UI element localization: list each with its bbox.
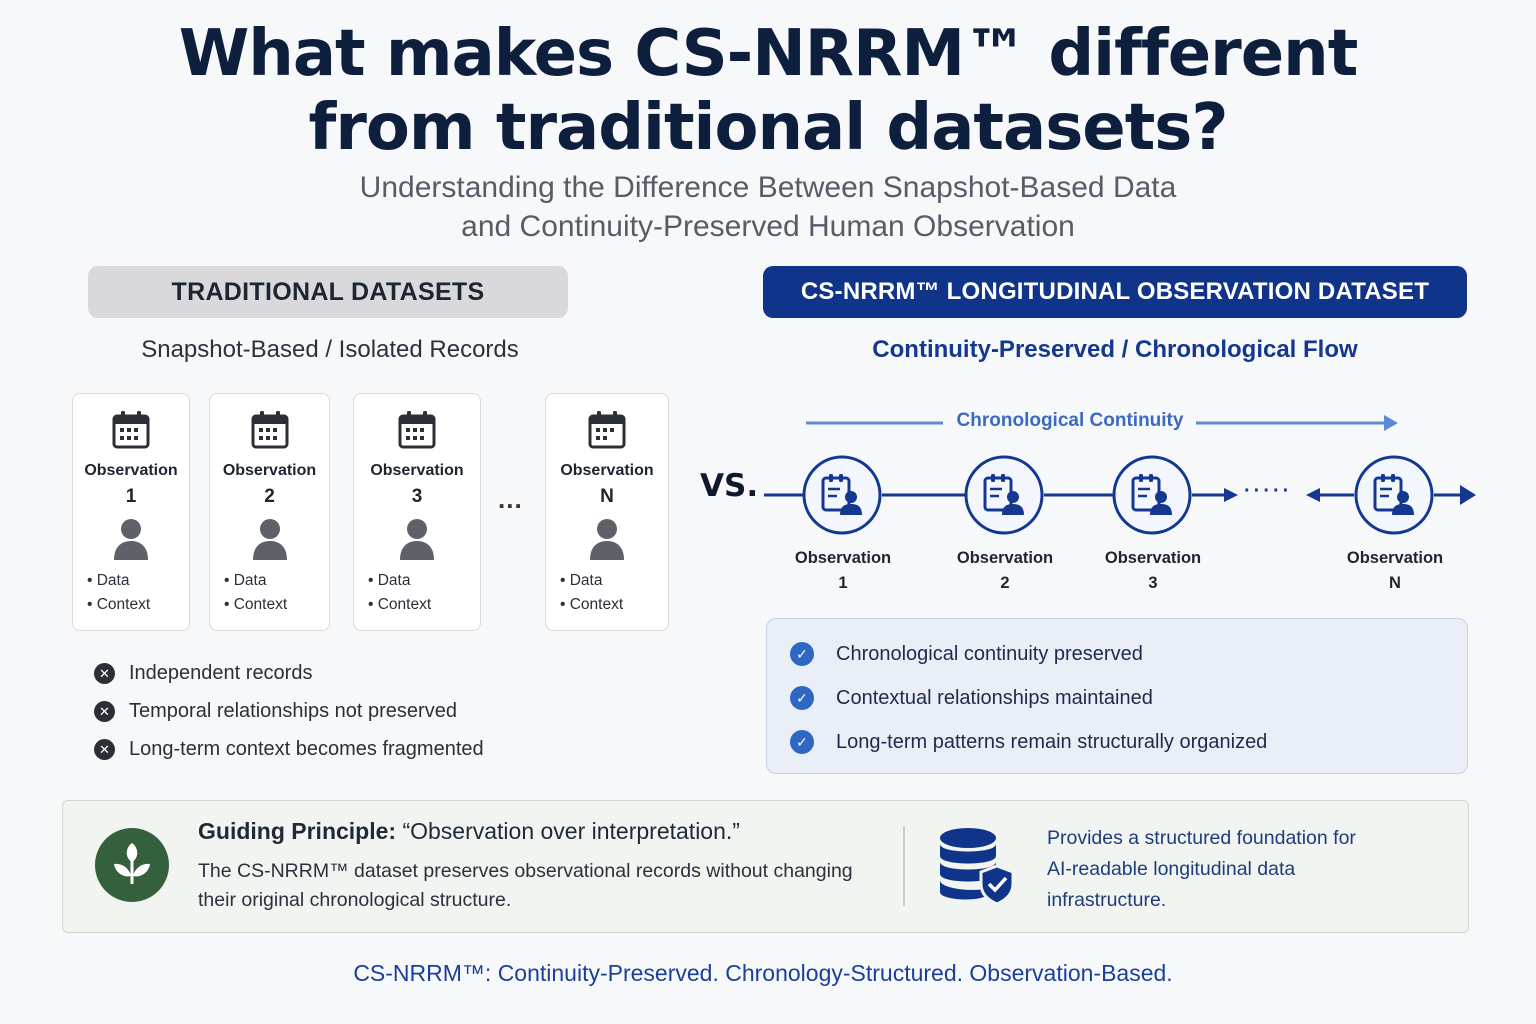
negative-item-text: Temporal relationships not preserved (129, 700, 457, 722)
timeline-node-n (1354, 455, 1434, 540)
node-label: Observation (1104, 549, 1202, 567)
observation-record-icon (802, 455, 882, 535)
card-bullet-context: • Context (560, 596, 624, 613)
timeline-node-label: Observation 1 (773, 546, 913, 596)
guiding-principle-label: Guiding Principle: (198, 818, 397, 844)
x-circle-icon: ✕ (94, 701, 115, 722)
guiding-principle-body: The CS-NRRM™ dataset preserves observati… (198, 860, 853, 911)
chronological-continuity-label: Chronological Continuity (956, 410, 1184, 431)
benefit-item-text: Contextual relationships maintained (836, 686, 1153, 709)
negative-item-text: Long-term context becomes fragmented (129, 738, 484, 760)
card-bullet-data: • Data (560, 572, 603, 589)
x-circle-icon: ✕ (94, 739, 115, 760)
guiding-principle-quote: “Observation over interpretation.” (396, 818, 740, 844)
observation-record-icon (1354, 455, 1434, 535)
benefit-item: ✓ Contextual relationships maintained (790, 686, 1153, 710)
person-icon (114, 519, 148, 560)
observation-card-3: Observation 3 • Data • Context (353, 393, 481, 631)
timeline-ellipsis: ····· (1244, 480, 1293, 502)
cards-ellipsis: ... (498, 484, 523, 514)
card-bullet-context: • Context (368, 596, 432, 613)
card-bullet-context: • Context (87, 596, 151, 613)
negative-item: ✕ Long-term context becomes fragmented (94, 738, 484, 761)
card-bullet-data: • Data (224, 572, 267, 589)
observation-card-2: Observation 2 • Data • Context (209, 393, 330, 631)
observation-record-icon (1112, 455, 1192, 535)
timeline-node-label: Observation N (1325, 546, 1465, 596)
guiding-principle-title: Guiding Principle: “Observation over int… (198, 818, 740, 845)
principle-divider (903, 826, 905, 906)
subtitle-line2: and Continuity-Preserved Human Observati… (461, 210, 1075, 243)
person-icon (400, 519, 434, 560)
calendar-icon (251, 411, 288, 449)
vs-label: VS. (700, 468, 759, 504)
infrastructure-statement: Provides a structured foundation for AI-… (1047, 827, 1356, 911)
check-circle-icon: ✓ (790, 730, 814, 754)
node-label: Observation (794, 549, 892, 567)
card-bullet-context: • Context (224, 596, 288, 613)
card-label: Observation (84, 462, 178, 479)
subtitle-line1: Understanding the Difference Between Sna… (359, 171, 1177, 204)
observation-card-n: Observation N • Data • Context (545, 393, 669, 631)
page-title-line2: from traditional datasets? (308, 91, 1229, 165)
card-bullet-data: • Data (368, 572, 411, 589)
node-label: Observation (1346, 549, 1444, 567)
page-title-line1: What makes CS-NRRM™ different (178, 17, 1359, 91)
node-index: 1 (838, 574, 848, 592)
card-bullet-data: • Data (87, 572, 130, 589)
tagline: CS-NRRM™: Continuity-Preserved. Chronolo… (353, 960, 1173, 986)
card-index: 2 (264, 486, 275, 507)
node-index: 2 (1000, 574, 1010, 592)
traditional-subheader: Snapshot-Based / Isolated Records (141, 336, 519, 363)
benefit-item: ✓ Long-term patterns remain structurally… (790, 730, 1267, 754)
calendar-icon (398, 411, 436, 449)
check-circle-icon: ✓ (790, 642, 814, 666)
negative-item: ✕ Temporal relationships not preserved (94, 700, 457, 723)
card-label: Observation (222, 462, 317, 479)
person-icon (590, 519, 624, 560)
check-circle-icon: ✓ (790, 686, 814, 710)
negative-item: ✕ Independent records (94, 662, 312, 685)
cs-nrrm-dataset-header: CS-NRRM™ LONGITUDINAL OBSERVATION DATASE… (763, 266, 1467, 318)
node-index: N (1389, 574, 1401, 592)
chronological-timeline (764, 415, 1476, 505)
benefits-panel (766, 618, 1468, 774)
node-index: 3 (1148, 574, 1158, 592)
calendar-icon (588, 411, 626, 449)
person-icon (252, 519, 287, 560)
card-index: 1 (125, 486, 137, 507)
node-label: Observation (956, 549, 1054, 567)
timeline-node-label: Observation 3 (1083, 546, 1223, 596)
database-shield-icon (936, 826, 1016, 911)
leaf-icon (95, 828, 169, 902)
traditional-datasets-header: TRADITIONAL DATASETS (88, 266, 568, 318)
observation-record-icon (964, 455, 1044, 535)
negative-item-text: Independent records (129, 662, 313, 684)
card-label: Observation (370, 462, 464, 479)
card-index: 3 (411, 486, 423, 507)
benefit-item-text: Long-term patterns remain structurally o… (836, 730, 1268, 753)
timeline-node-1 (802, 455, 882, 540)
benefit-item: ✓ Chronological continuity preserved (790, 642, 1143, 666)
card-label: Observation (560, 462, 654, 479)
timeline-node-2 (964, 455, 1044, 540)
timeline-node-label: Observation 2 (935, 546, 1075, 596)
cs-nrrm-subheader: Continuity-Preserved / Chronological Flo… (872, 336, 1358, 363)
card-index: N (600, 486, 614, 507)
benefit-item-text: Chronological continuity preserved (836, 642, 1143, 665)
calendar-icon (112, 411, 150, 449)
observation-card-1: Observation 1 • Data • Context (72, 393, 190, 631)
x-circle-icon: ✕ (94, 663, 115, 684)
guiding-principle-panel (62, 800, 1469, 933)
timeline-node-3 (1112, 455, 1192, 540)
